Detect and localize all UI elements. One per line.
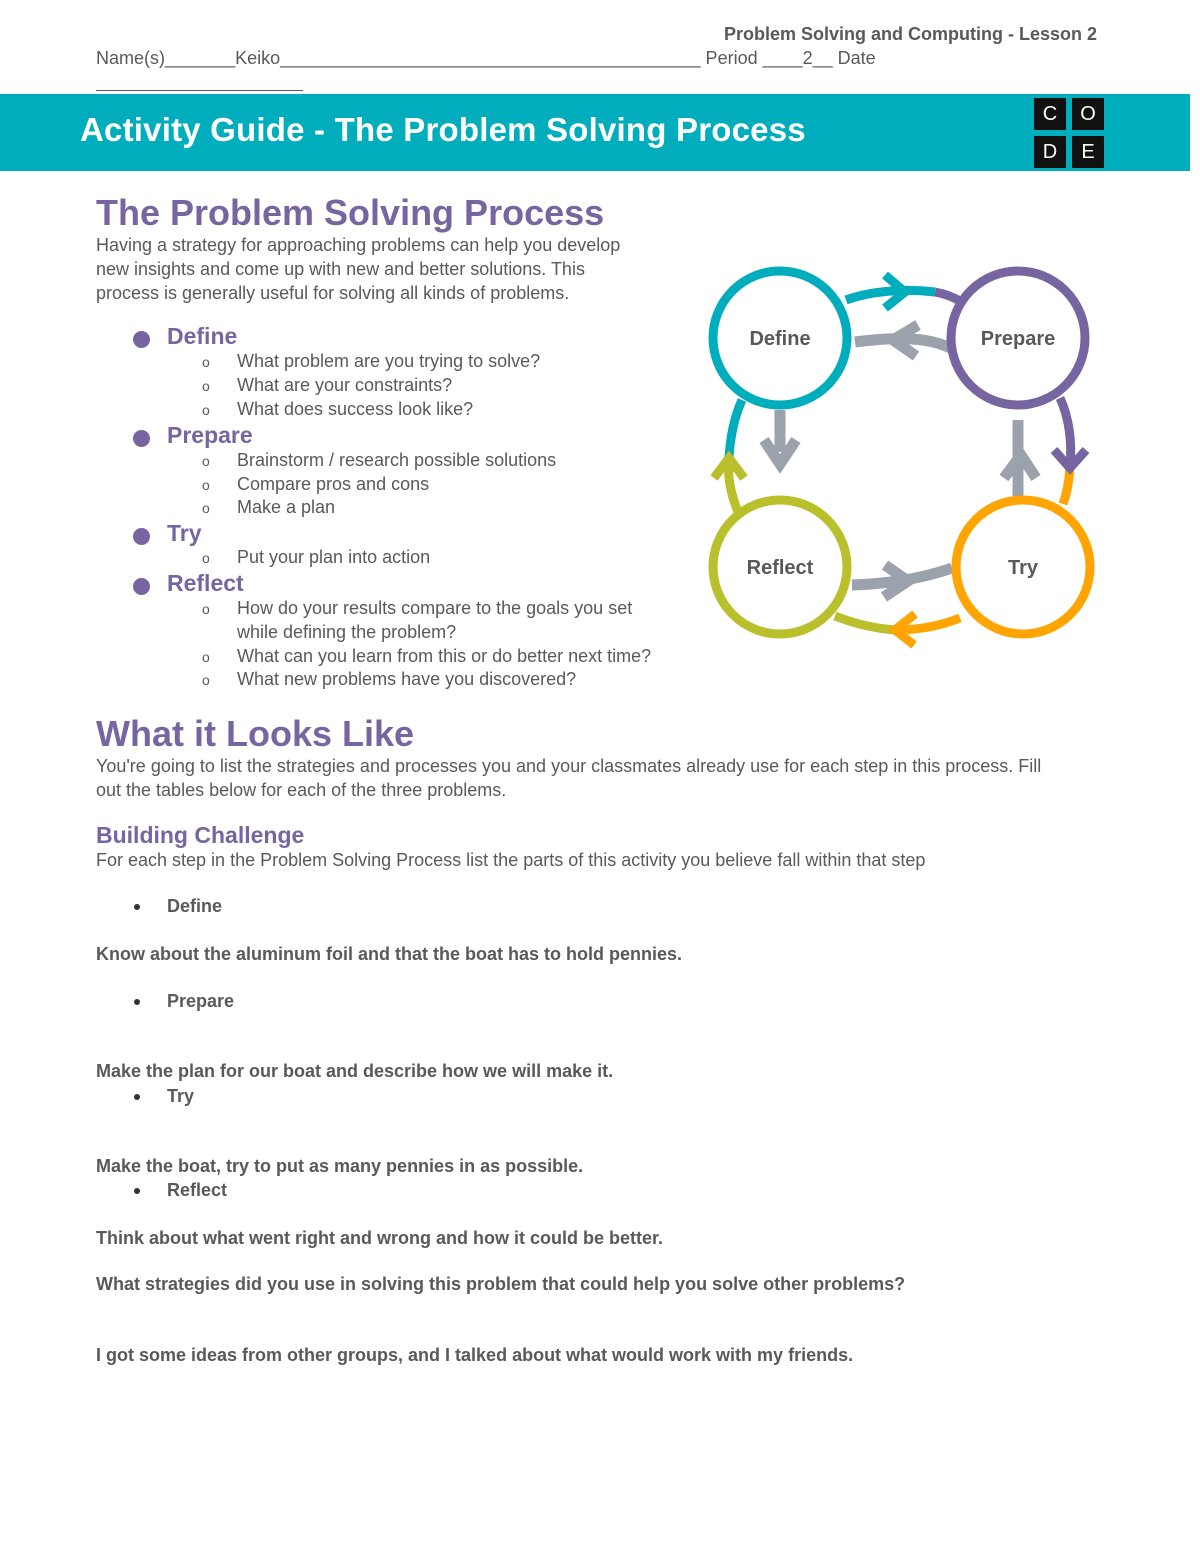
bullet-dot [134,904,140,910]
define-node-label: Define [749,328,810,350]
try-item: Put your plan into action [237,547,431,567]
prepare-item: Brainstorm / research possible solutions [237,450,557,470]
define-item: What problem are you trying to solve? [237,351,541,371]
inner-arrowheads [759,320,1041,602]
arc-define-to-prepare [844,285,936,305]
reflect-item: What can you learn from this or do bette… [237,646,652,666]
reflect-item-continued: while defining the problem? [237,622,457,642]
intro-paragraph: Having a strategy for approaching proble… [96,233,620,305]
step-prepare-label: Prepare [167,422,253,448]
looks-like-paragraph: You're going to list the strategies and … [96,754,1041,802]
date-underline [96,90,303,91]
arrowhead-up-icon [999,445,1041,482]
intro-line: new insights and come up with new and be… [96,259,585,279]
logo-letter-e: E [1072,136,1104,168]
arrowhead-up-icon [710,450,748,481]
logo-letter-c: C [1034,98,1066,130]
reflect-item: What new problems have you discovered? [237,669,577,689]
arrowhead-right-icon [882,271,913,312]
answer-reflect: Think about what went right and wrong an… [96,1228,663,1248]
arc-reflect-to-define-tail [724,398,747,459]
code-logo: C O D E [1034,98,1104,168]
reflect-item: How do your results compare to the goals… [237,598,633,618]
arrowhead-left-icon [887,610,918,649]
answer-define: Know about the aluminum foil and that th… [96,944,682,964]
answer-step-prepare: Prepare [167,991,235,1011]
sub-bullet-o: o [202,354,210,370]
bullet-dot [133,331,150,348]
sub-bullet-o: o [202,672,210,688]
sub-bullet-o: o [202,550,210,566]
answer-prepare: Make the plan for our boat and describe … [96,1061,614,1081]
name-period-line: Name(s)_______Keiko_____________________… [96,48,876,68]
prepare-item: Compare pros and cons [237,474,430,494]
section-title-looks-like: What it Looks Like [96,713,415,754]
sub-bullet-o: o [202,601,210,617]
bullet-dot [133,430,150,447]
looks-like-line: out the tables below for each of the thr… [96,780,507,800]
intro-line: process is generally useful for solving … [96,283,570,303]
sub-bullet-o: o [202,649,210,665]
arc-try-to-reflect-tail [833,611,896,635]
logo-letter-d: D [1034,136,1066,168]
bullet-dot [133,528,150,545]
answer-step-try: Try [167,1086,195,1106]
lesson-title: Problem Solving and Computing - Lesson 2 [724,24,1098,44]
step-try-label: Try [167,520,202,546]
looks-like-line: You're going to list the strategies and … [96,756,1042,776]
reflect-node-circle [708,495,852,639]
bullet-dot [134,1094,140,1100]
reflect-node-label: Reflect [747,557,814,579]
step-reflect-label: Reflect [167,570,244,596]
sub-bullet-o: o [202,477,210,493]
answer-step-reflect: Reflect [167,1180,228,1200]
arrowhead-left-icon [882,320,921,361]
title-banner [0,94,1190,171]
activity-guide-title: Activity Guide - The Problem Solving Pro… [80,111,806,148]
arrowhead-down-icon [1050,447,1090,475]
sub-bullet-o: o [202,402,210,418]
sub-bullet-o: o [202,378,210,394]
bullet-dot [133,578,150,595]
define-item: What are your constraints? [237,375,453,395]
section-title-process: The Problem Solving Process [96,192,605,233]
gray-arc-prepare-to-define [854,333,953,354]
logo-letter-o: O [1072,98,1104,130]
sub-bullet-o: o [202,453,210,469]
sub-bullet-o: o [202,500,210,516]
strategies-answer: I got some ideas from other groups, and … [96,1345,854,1365]
problem-solving-cycle-diagram: Define Prepare Reflect Try [708,266,1095,649]
prepare-node-circle [946,266,1090,410]
building-challenge-heading: Building Challenge [96,822,305,848]
define-item: What does success look like? [237,399,474,419]
answer-step-define: Define [167,896,223,916]
building-challenge-instruction: For each step in the Problem Solving Pro… [96,850,926,870]
step-define-label: Define [167,323,238,349]
define-node-circle [708,266,852,410]
bullet-dot [134,1188,140,1194]
try-node-circle [951,495,1095,639]
bullet-dot [134,999,140,1005]
answer-try: Make the boat, try to put as many pennie… [96,1156,584,1176]
prepare-node-label: Prepare [981,328,1056,350]
arrowhead-right-icon [880,560,918,602]
intro-line: Having a strategy for approaching proble… [96,235,621,255]
try-node-label: Try [1008,557,1039,579]
arrowhead-down-icon [759,436,801,474]
prepare-item: Make a plan [237,497,336,517]
strategies-question: What strategies did you use in solving t… [96,1274,906,1294]
